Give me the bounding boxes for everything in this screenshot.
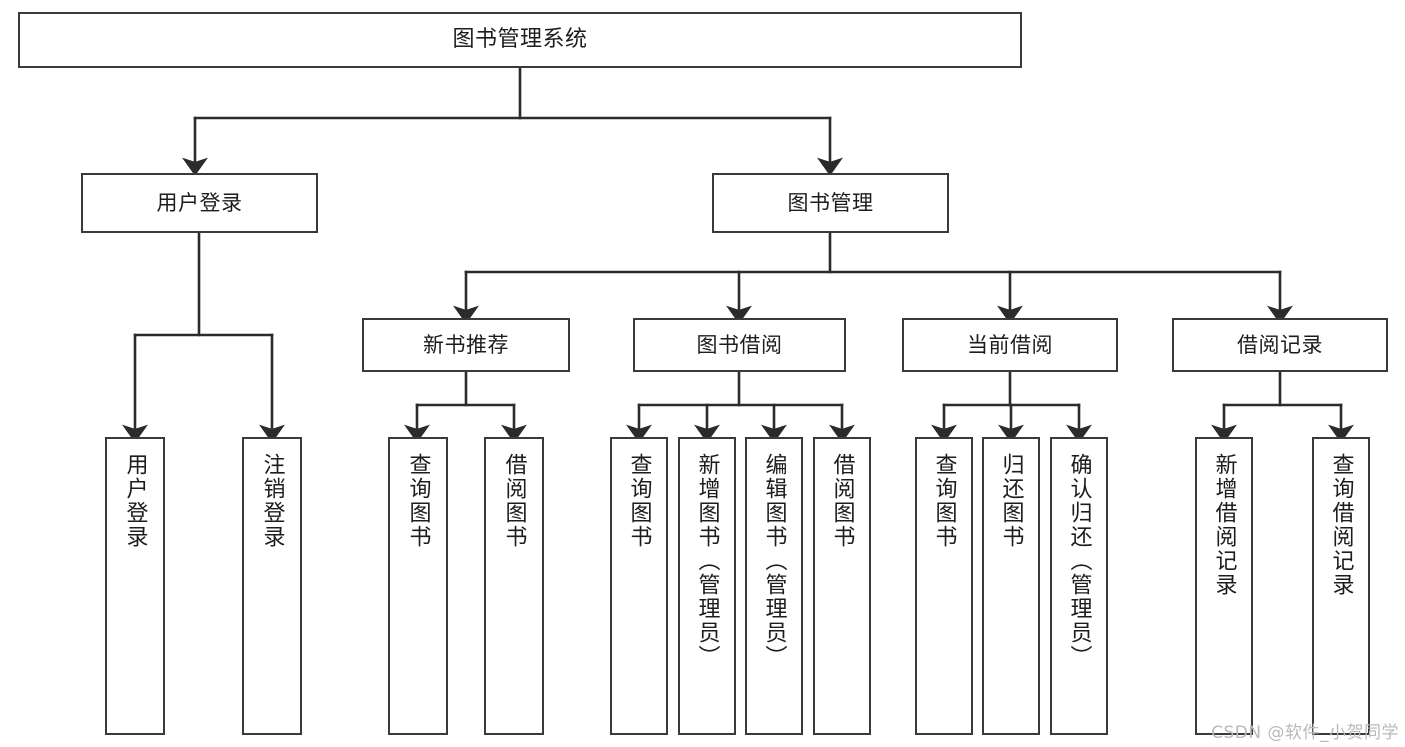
leaf-add-borrow-record[interactable]: 新增借阅记录 xyxy=(1195,437,1253,735)
leaf-logout[interactable]: 注销登录 xyxy=(242,437,302,735)
leaf-add-book-admin[interactable]: 新增图书（管理员） xyxy=(678,437,736,735)
node-label: 归还图书 xyxy=(998,453,1024,549)
node-label: 借阅图书 xyxy=(501,453,527,549)
node-book-borrowing[interactable]: 图书借阅 xyxy=(633,318,846,372)
node-label: 新增图书（管理员） xyxy=(694,453,720,669)
node-label: 查询图书 xyxy=(931,453,957,549)
node-label: 图书管理系统 xyxy=(452,27,588,53)
node-borrowing-records[interactable]: 借阅记录 xyxy=(1172,318,1388,372)
node-user-login[interactable]: 用户登录 xyxy=(81,173,318,233)
node-book-management[interactable]: 图书管理 xyxy=(712,173,949,233)
node-label: 用户登录 xyxy=(156,190,243,215)
node-label: 确认归还（管理员） xyxy=(1066,453,1092,669)
node-label: 借阅图书 xyxy=(829,453,855,549)
node-label: 查询图书 xyxy=(405,453,431,549)
leaf-query-books-current[interactable]: 查询图书 xyxy=(915,437,973,735)
node-label: 新书推荐 xyxy=(423,332,509,357)
leaf-edit-book-admin[interactable]: 编辑图书（管理员） xyxy=(745,437,803,735)
leaf-return-books[interactable]: 归还图书 xyxy=(982,437,1040,735)
node-new-book-recommendation[interactable]: 新书推荐 xyxy=(362,318,570,372)
node-label: 用户登录 xyxy=(122,453,148,549)
leaf-confirm-return-admin[interactable]: 确认归还（管理员） xyxy=(1050,437,1108,735)
leaf-user-login[interactable]: 用户登录 xyxy=(105,437,165,735)
node-label: 查询图书 xyxy=(626,453,652,549)
node-current-borrowing[interactable]: 当前借阅 xyxy=(902,318,1118,372)
node-label: 图书借阅 xyxy=(696,332,783,357)
leaf-query-books-borrow[interactable]: 查询图书 xyxy=(610,437,668,735)
node-label: 查询借阅记录 xyxy=(1328,453,1354,597)
leaf-query-books-recommend[interactable]: 查询图书 xyxy=(388,437,448,735)
leaf-query-borrow-record[interactable]: 查询借阅记录 xyxy=(1312,437,1370,735)
node-root-book-management-system[interactable]: 图书管理系统 xyxy=(18,12,1022,68)
node-label: 新增借阅记录 xyxy=(1211,453,1237,597)
node-label: 借阅记录 xyxy=(1237,332,1323,357)
node-label: 编辑图书（管理员） xyxy=(761,453,787,669)
node-label: 当前借阅 xyxy=(967,332,1053,357)
leaf-borrow-books-recommend[interactable]: 借阅图书 xyxy=(484,437,544,735)
node-label: 图书管理 xyxy=(787,190,874,215)
leaf-borrow-books[interactable]: 借阅图书 xyxy=(813,437,871,735)
node-label: 注销登录 xyxy=(259,453,285,549)
